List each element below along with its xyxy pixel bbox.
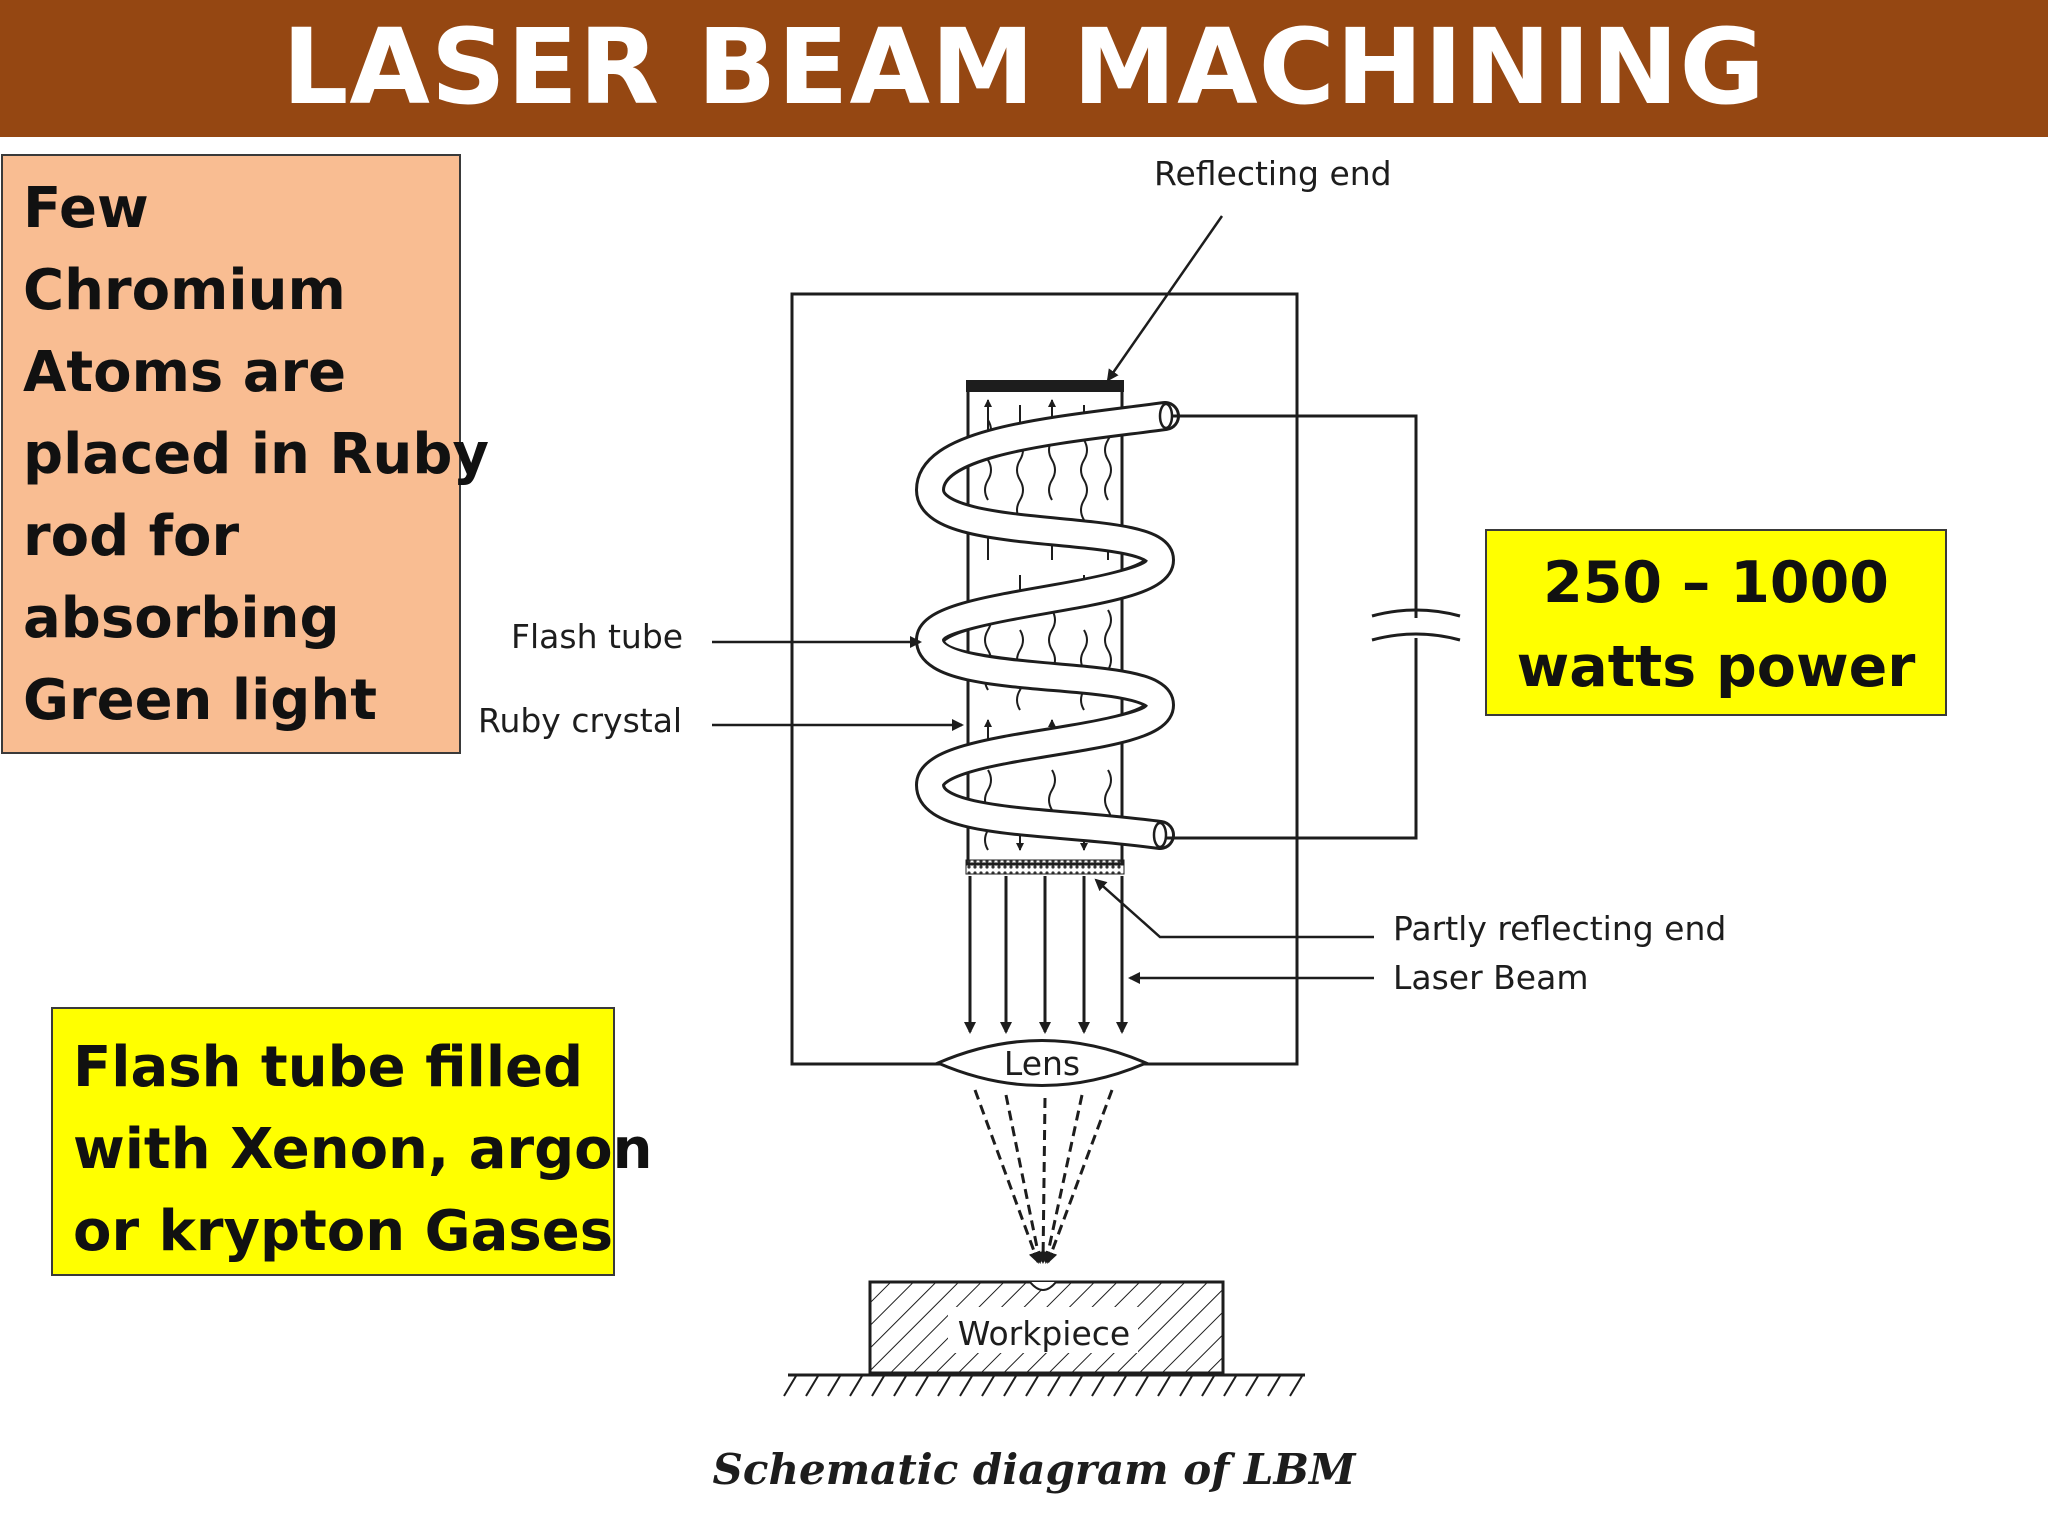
callout-line: Chromium — [23, 258, 346, 323]
callout-line: rod for — [23, 504, 240, 569]
reflecting-end-mirror — [966, 380, 1124, 392]
laser-beam-arrows — [964, 876, 1128, 1034]
callout-line: or krypton Gases — [73, 1199, 614, 1264]
callout-line: Flash tube filled — [73, 1035, 584, 1100]
ruby-crystal-rod — [965, 380, 1125, 875]
callout-line: with Xenon, argon — [73, 1117, 653, 1182]
label-reflecting-end: Reflecting end — [1154, 154, 1392, 193]
callout-line: Green light — [23, 668, 378, 733]
capacitor-plate — [1371, 608, 1461, 618]
flash-tube-coil — [914, 401, 1180, 850]
partly-reflecting-end-mirror — [965, 859, 1125, 875]
label-lens: Lens — [1004, 1044, 1080, 1083]
label-flash-tube: Flash tube — [511, 617, 683, 656]
label-laser-beam: Laser Beam — [1393, 958, 1588, 997]
ground-hatch — [783, 1375, 1303, 1397]
slide-title: LASER BEAM MACHINING — [282, 5, 1766, 128]
callout-line: placed in Ruby — [23, 422, 489, 487]
focused-beam — [973, 1089, 1114, 1264]
callout-line: watts power — [1516, 634, 1916, 700]
power-callout: 250 – 1000 watts power — [1485, 529, 1947, 716]
label-partly-reflecting-end: Partly reflecting end — [1393, 909, 1726, 948]
chromium-callout: Few Chromium Atoms are placed in Ruby ro… — [1, 154, 489, 754]
callout-line: Few — [23, 176, 149, 241]
callout-line: Atoms are — [23, 340, 347, 405]
power-circuit — [1166, 414, 1461, 840]
label-ruby-crystal: Ruby crystal — [478, 701, 682, 740]
lens — [934, 1039, 1150, 1087]
gas-callout: Flash tube filled with Xenon, argon or k… — [51, 1007, 653, 1276]
callout-line: absorbing — [23, 586, 340, 651]
label-workpiece: Workpiece — [958, 1314, 1130, 1353]
leader-lines — [712, 215, 1374, 984]
title-bar: LASER BEAM MACHINING — [0, 0, 2048, 137]
callout-line: 250 – 1000 — [1543, 550, 1889, 616]
capacitor-plate — [1371, 632, 1461, 642]
diagram-caption: Schematic diagram of LBM — [713, 1445, 1357, 1494]
